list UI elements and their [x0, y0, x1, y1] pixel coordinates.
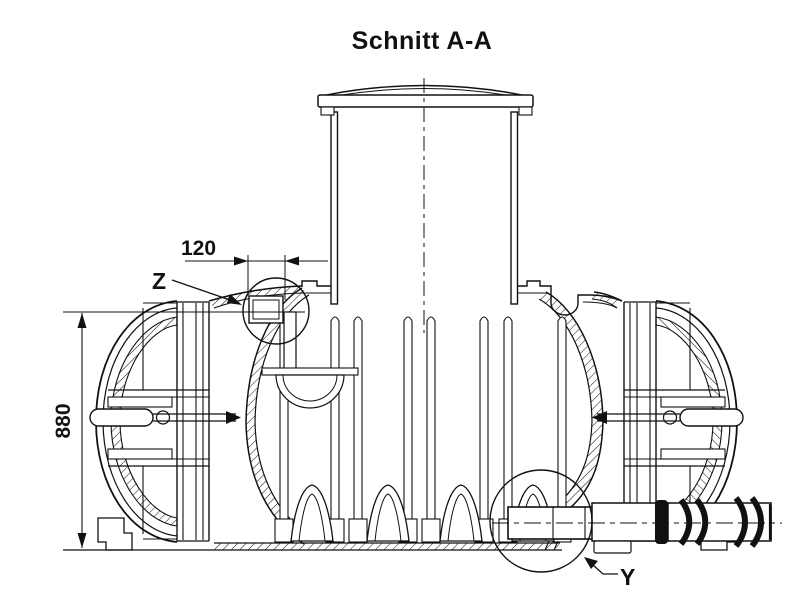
coupling-ring — [749, 496, 764, 548]
coupling-ring — [678, 498, 693, 546]
coupling-ring — [733, 496, 748, 548]
detail-y: Y — [489, 469, 635, 590]
arrowhead-right — [234, 256, 248, 266]
arrowhead-up — [77, 313, 87, 328]
riser-shaft — [317, 78, 534, 333]
lid-flange — [317, 94, 534, 108]
shaft-left-wall — [330, 111, 339, 305]
arrowhead-left — [285, 256, 299, 266]
inlet-calming-bowl — [275, 374, 345, 409]
inlet-assembly — [248, 295, 359, 409]
dimension-120: 120 — [181, 237, 328, 300]
support-cones — [290, 484, 555, 542]
leader-line-y — [592, 564, 618, 575]
detail-z: Z — [152, 268, 310, 345]
shaft-right-wall — [510, 111, 519, 305]
leader-arrow-z — [227, 294, 242, 305]
detail-label-z: Z — [152, 268, 166, 294]
leader-arrow-y — [584, 557, 598, 569]
dimension-880: 880 — [52, 311, 562, 551]
tank-left-endcap — [89, 300, 242, 551]
detail-circle-z — [242, 277, 310, 345]
outlet-pipe — [492, 496, 782, 554]
pipe-seal-ring — [655, 500, 668, 544]
detail-label-y: Y — [620, 564, 635, 590]
dimension-880-text: 880 — [52, 403, 75, 438]
arrowhead-down — [77, 533, 87, 548]
leader-line-z — [171, 279, 231, 301]
drawing-title: Schnitt A-A — [352, 27, 493, 55]
detail-circle-y — [489, 469, 593, 573]
dimension-120-text: 120 — [181, 237, 216, 260]
coupling-ring — [694, 498, 709, 546]
